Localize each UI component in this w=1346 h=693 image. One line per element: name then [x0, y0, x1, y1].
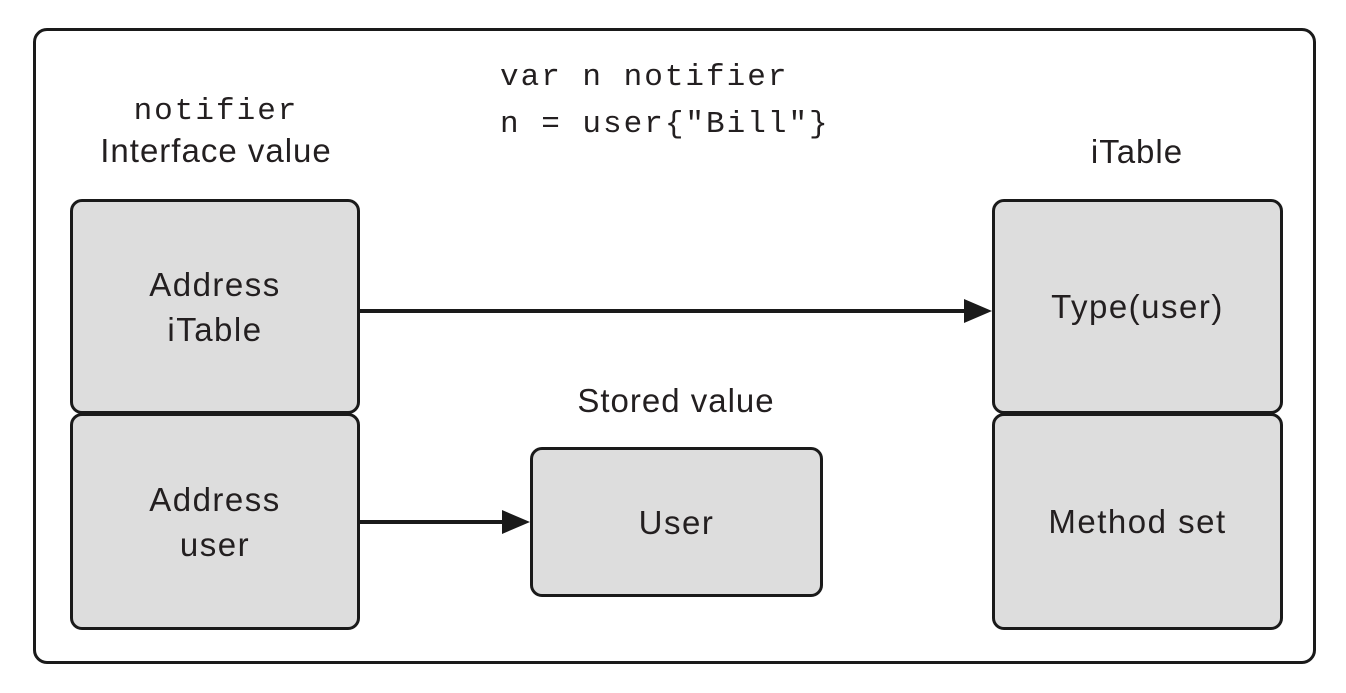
arrow-user-shaft: [360, 520, 506, 524]
itable-label: iTable: [1090, 133, 1184, 170]
arrow-itable-shaft: [360, 309, 968, 313]
stored-value-label: Stored value: [577, 382, 775, 419]
address-user-box: Address user: [70, 413, 360, 630]
interface-value-label: Interface value: [100, 132, 332, 169]
variable-name-label: notifier: [133, 94, 299, 129]
user-stored-value-box: User: [530, 447, 823, 597]
method-set-box: Method set: [992, 413, 1283, 630]
code-snippet: var n notifier n = user{"Bill"}: [500, 60, 830, 142]
type-user-box: Type(user): [992, 199, 1283, 414]
arrow-itable-head-icon: [964, 299, 992, 323]
address-itable-box: Address iTable: [70, 199, 360, 414]
diagram-outer-frame: [33, 28, 1316, 664]
arrow-user-head-icon: [502, 510, 530, 534]
